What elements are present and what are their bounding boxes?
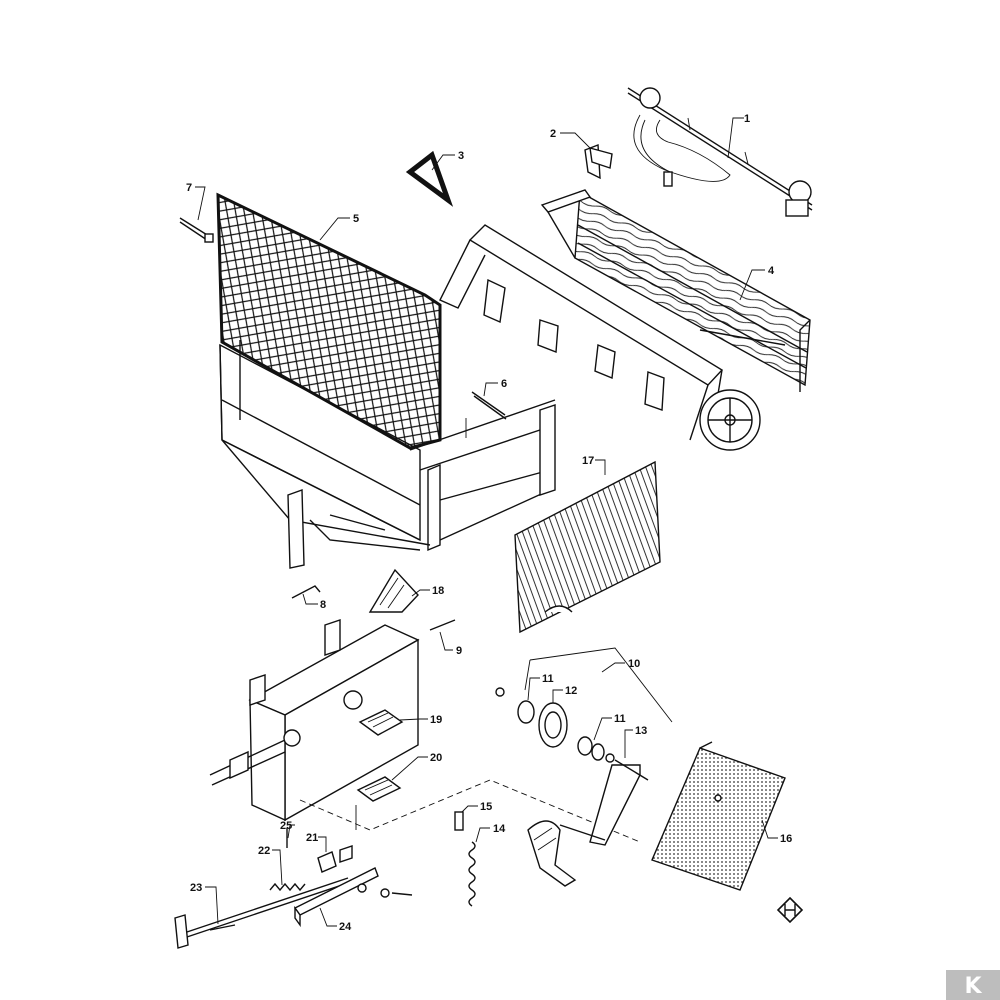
label-21: 21: [306, 832, 318, 844]
pin-part: [179, 217, 214, 243]
label-20: 20: [430, 752, 442, 764]
pedal-part: [527, 820, 577, 887]
leader-lines: [195, 117, 778, 927]
gearbox-housing: [209, 619, 456, 822]
brand-logo-letter: K: [964, 974, 982, 999]
label-23: 23: [190, 882, 202, 894]
label-14: 14: [493, 823, 506, 835]
clip-part: [291, 585, 321, 599]
wedge-block-part: [368, 568, 419, 613]
label-8: 8: [320, 599, 326, 611]
rod-part: [465, 391, 507, 438]
bearing-part-right: [577, 736, 615, 763]
label-1: 1: [744, 113, 750, 125]
label-22: 22: [258, 845, 270, 857]
wooden-box-part: [540, 189, 811, 392]
lever-arm-part: [559, 759, 649, 846]
spring-part: [468, 841, 476, 907]
brand-logo: K: [946, 970, 1000, 1000]
label-13: 13: [635, 725, 647, 737]
part-number-labels: 1 2 3 4 5 6 7 8 9 10 11 12 11 13 15 14 1…: [186, 113, 792, 933]
label-7: 7: [186, 182, 192, 194]
bracket-part: [584, 144, 613, 180]
bracket-arm-part: [293, 867, 413, 928]
gasket-plate-part-20: [355, 776, 402, 830]
pulley-part: [538, 702, 568, 748]
cover-plate-part: [514, 460, 661, 634]
spreader-shaft-assembly: [439, 224, 761, 451]
label-17: 17: [582, 455, 594, 467]
label-11-left: 11: [542, 673, 554, 685]
label-10: 10: [628, 658, 640, 670]
warning-triangle-part: [405, 150, 454, 207]
label-3: 3: [458, 150, 464, 162]
label-18: 18: [432, 585, 444, 597]
label-9: 9: [456, 645, 462, 657]
label-2: 2: [550, 128, 556, 140]
trademark-emblem: [776, 896, 804, 924]
spring-small-part: [269, 882, 306, 892]
label-16: 16: [780, 833, 792, 845]
label-24: 24: [339, 921, 352, 933]
guard-plate-part: [651, 741, 786, 891]
gasket-plate-part-19: [358, 709, 404, 736]
label-6: 6: [501, 378, 507, 390]
label-19: 19: [430, 714, 442, 726]
bearing-part-left: [495, 687, 535, 724]
label-12: 12: [565, 685, 577, 697]
label-25: 25: [280, 820, 292, 832]
linkage-rod-part: [174, 877, 349, 949]
label-11-right: 11: [614, 713, 626, 725]
clevis-part: [317, 845, 353, 873]
label-4: 4: [768, 265, 775, 277]
bushing-part: [454, 811, 464, 831]
assembly-group-outline: [299, 647, 673, 843]
label-15: 15: [480, 801, 492, 813]
label-5: 5: [353, 213, 359, 225]
light-bar-part: [627, 87, 813, 217]
main-frame: [219, 340, 556, 569]
